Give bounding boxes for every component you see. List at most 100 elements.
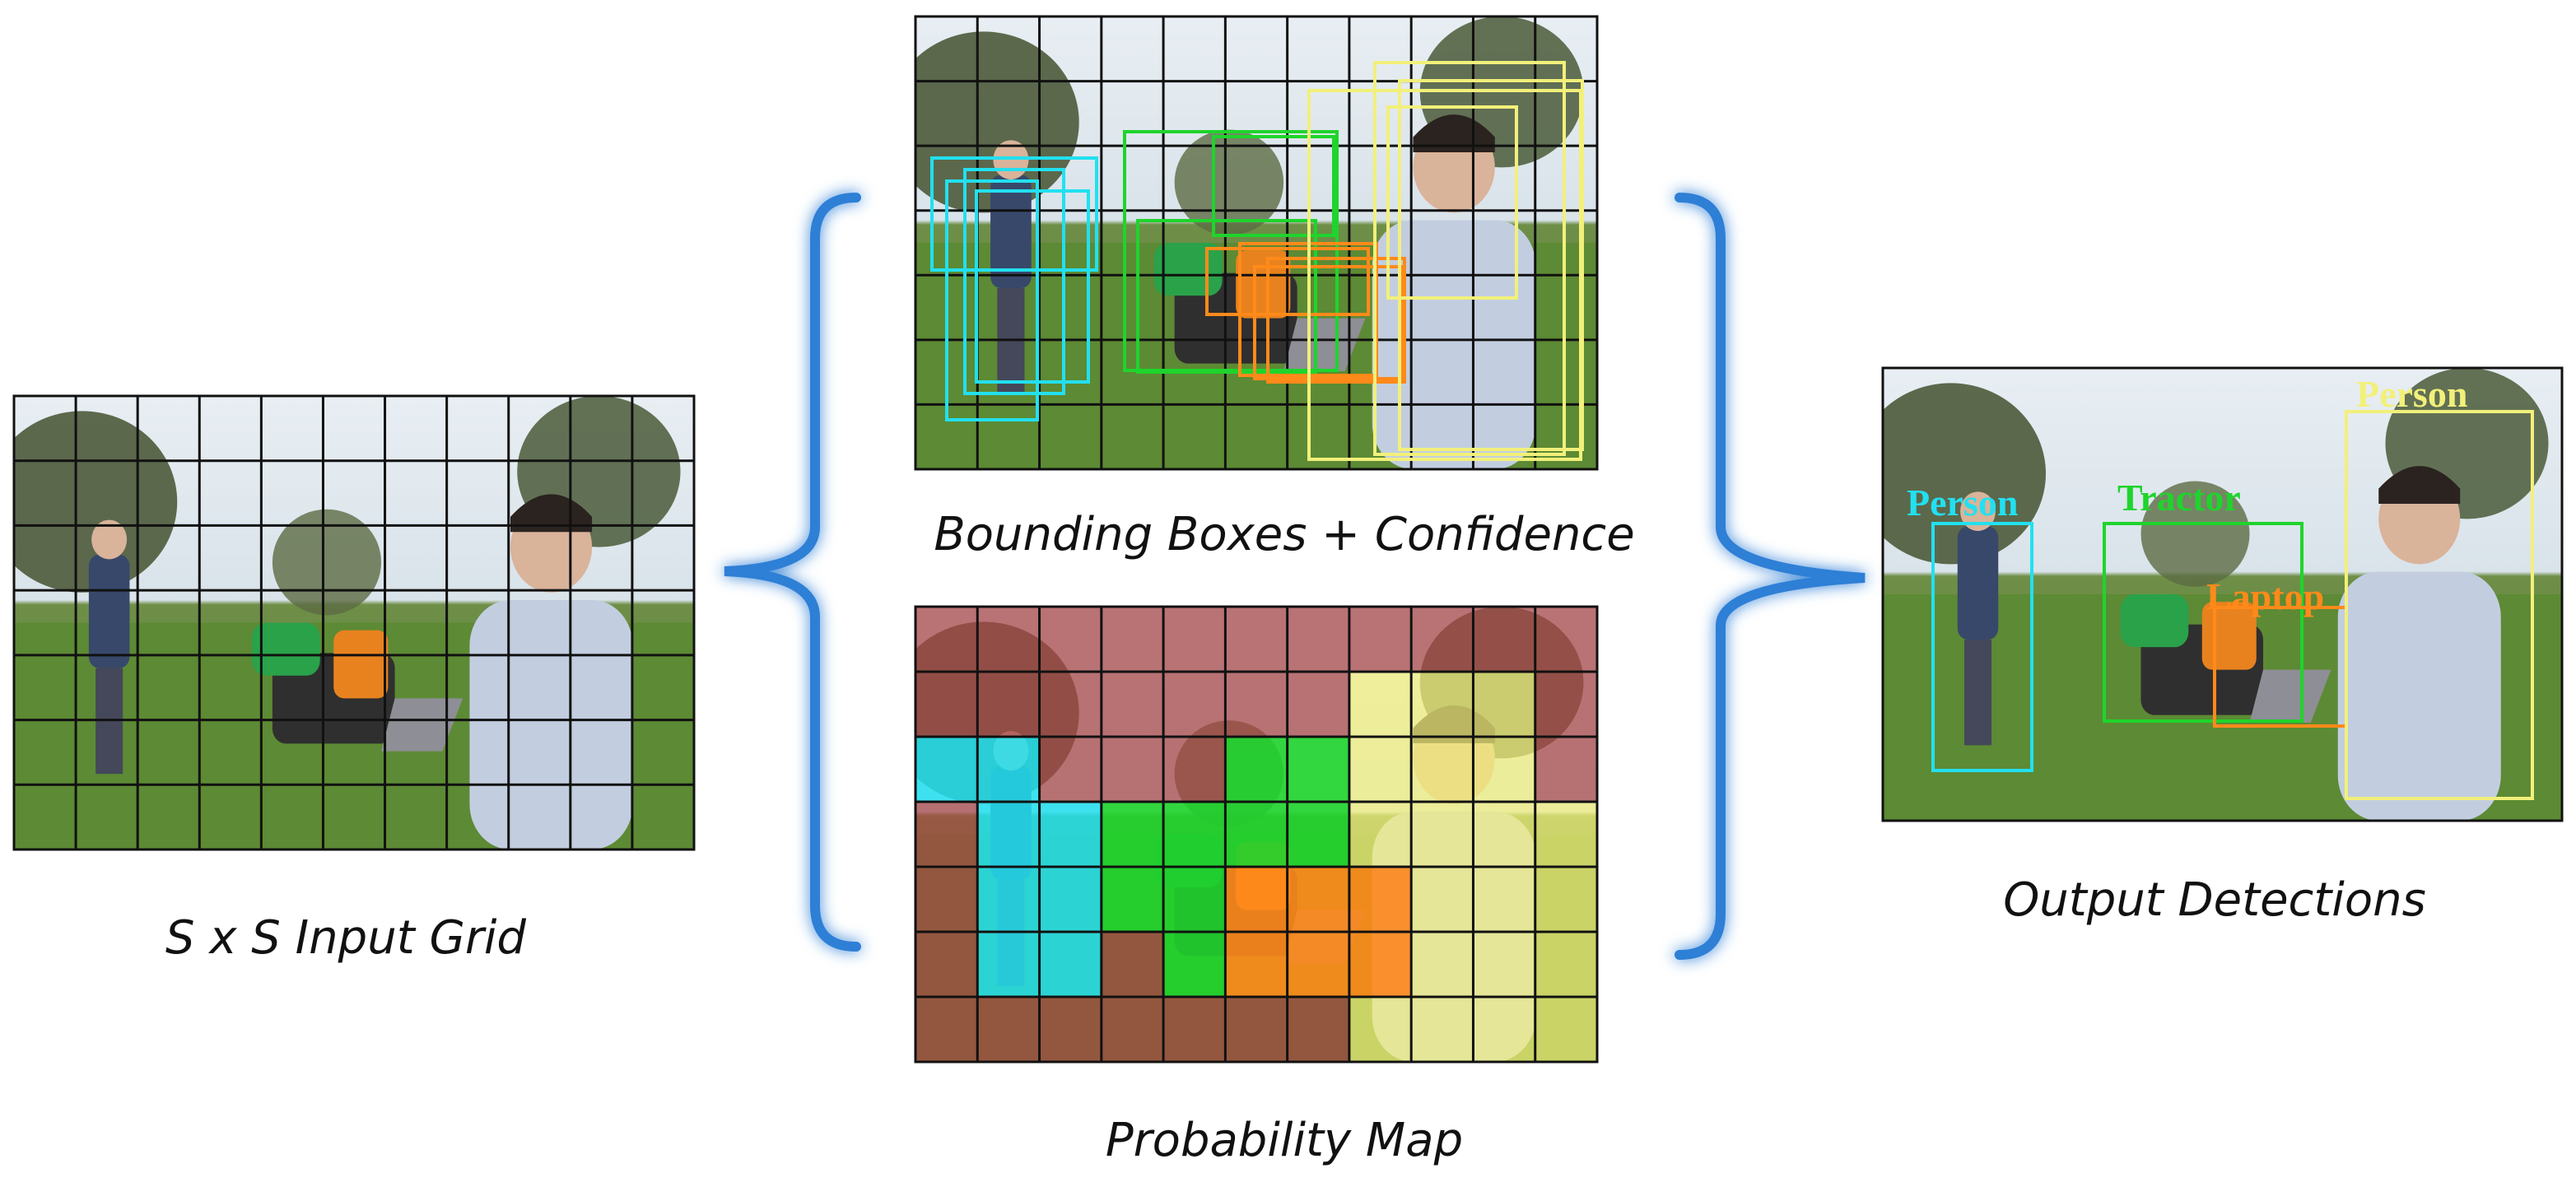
probability-map-caption: Probability Map bbox=[1106, 1114, 1463, 1167]
input-grid-lines bbox=[14, 396, 694, 850]
probability-cell bbox=[1411, 997, 1474, 1063]
probability-cell bbox=[1163, 867, 1226, 933]
probability-cell bbox=[1349, 802, 1412, 868]
probability-cell bbox=[1163, 997, 1226, 1063]
probability-cell bbox=[915, 997, 978, 1063]
probability-cell bbox=[915, 672, 978, 738]
probability-cell bbox=[915, 802, 978, 868]
probability-cell bbox=[1535, 737, 1598, 803]
probability-cell bbox=[1287, 997, 1350, 1063]
probability-cell bbox=[1225, 932, 1288, 998]
detection-box-person-left bbox=[1931, 522, 2033, 772]
probability-cell bbox=[1411, 932, 1474, 998]
probability-cell bbox=[1349, 607, 1412, 673]
detection-boxes bbox=[1931, 410, 2534, 800]
probability-cell bbox=[1473, 607, 1536, 673]
detection-box-tractor bbox=[2103, 522, 2303, 723]
probability-cell bbox=[977, 802, 1041, 868]
probability-cell bbox=[977, 997, 1041, 1063]
probability-cell bbox=[1101, 867, 1164, 933]
probability-map-panel: Probability Map bbox=[914, 605, 1599, 1167]
probability-cell bbox=[1535, 867, 1598, 933]
probability-cell bbox=[1101, 997, 1164, 1063]
probability-cell bbox=[1535, 607, 1598, 673]
probability-cell bbox=[1535, 672, 1598, 738]
probability-cell bbox=[977, 737, 1041, 803]
probability-cell bbox=[1287, 607, 1350, 673]
left-brace bbox=[724, 193, 861, 952]
probability-cell bbox=[977, 672, 1041, 738]
input-grid-frame bbox=[12, 394, 696, 851]
probability-cell bbox=[1163, 607, 1226, 673]
probability-cell bbox=[1473, 672, 1536, 738]
input-grid-panel: S x S Input Grid bbox=[12, 394, 696, 965]
braces bbox=[724, 193, 1866, 960]
input-grid-caption: S x S Input Grid bbox=[165, 911, 526, 965]
probability-cell bbox=[1225, 802, 1288, 868]
probability-cell bbox=[1101, 802, 1164, 868]
probability-cell bbox=[1287, 672, 1350, 738]
probability-cell bbox=[1535, 932, 1598, 998]
probability-cell bbox=[1101, 932, 1164, 998]
probability-cell bbox=[1225, 997, 1288, 1063]
output-detections-panel: Person Tractor Laptop Person Output Dete… bbox=[1881, 366, 2564, 927]
probability-cell bbox=[977, 607, 1041, 673]
output-detections-caption: Output Detections bbox=[2003, 873, 2426, 927]
probability-cell bbox=[1225, 867, 1288, 933]
candidate-box bbox=[1373, 61, 1566, 456]
candidate-boxes bbox=[930, 61, 1584, 461]
probability-cell bbox=[1101, 607, 1164, 673]
right-brace bbox=[1675, 193, 1866, 960]
probability-cell bbox=[1411, 867, 1474, 933]
probability-cell bbox=[1411, 802, 1474, 868]
probability-cells bbox=[915, 607, 1598, 1063]
probability-cell bbox=[1411, 607, 1474, 673]
probability-cell bbox=[915, 867, 978, 933]
boxes-frame bbox=[914, 15, 1599, 471]
detection-label: Laptop bbox=[2206, 575, 2324, 617]
candidate-box bbox=[1136, 219, 1317, 374]
candidate-box bbox=[963, 168, 1065, 395]
probability-cell bbox=[977, 867, 1041, 933]
probability-cell bbox=[1163, 932, 1226, 998]
probability-cell bbox=[915, 932, 978, 998]
probability-cell bbox=[1473, 737, 1536, 803]
probability-grid-lines bbox=[915, 607, 1597, 1062]
probability-cell bbox=[1349, 867, 1412, 933]
probability-cell bbox=[1225, 672, 1288, 738]
probability-cell bbox=[977, 932, 1041, 998]
probability-cell bbox=[1101, 737, 1164, 803]
candidate-box bbox=[1398, 79, 1584, 451]
probability-cell bbox=[1039, 997, 1102, 1063]
candidate-box bbox=[1205, 247, 1370, 316]
probability-cell bbox=[1163, 672, 1226, 738]
probability-cell bbox=[1287, 802, 1350, 868]
probability-cell bbox=[1163, 802, 1226, 868]
detection-label: Tractor bbox=[2117, 477, 2241, 519]
probability-cell bbox=[1349, 672, 1412, 738]
probability-cell bbox=[1535, 802, 1598, 868]
probability-cell bbox=[1473, 932, 1536, 998]
detection-box-person-right bbox=[2345, 410, 2534, 800]
probability-cell bbox=[1225, 607, 1288, 673]
probability-cell bbox=[1163, 737, 1226, 803]
probability-frame bbox=[914, 605, 1599, 1064]
probability-cell bbox=[1039, 737, 1102, 803]
probability-cell bbox=[1287, 867, 1350, 933]
probability-cell bbox=[1287, 737, 1350, 803]
probability-cell bbox=[1039, 607, 1102, 673]
candidate-box bbox=[1266, 257, 1406, 384]
probability-cell bbox=[1039, 802, 1102, 868]
probability-cell bbox=[1349, 997, 1412, 1063]
probability-cell bbox=[1473, 867, 1536, 933]
candidate-box bbox=[945, 179, 1039, 421]
bounding-boxes-caption: Bounding Boxes + Confidence bbox=[934, 508, 1634, 561]
probability-cell bbox=[1101, 672, 1164, 738]
probability-cell bbox=[1039, 932, 1102, 998]
candidate-box bbox=[975, 189, 1090, 384]
detection-label: Person bbox=[1907, 482, 2018, 524]
probability-cell bbox=[1287, 932, 1350, 998]
input-photo bbox=[14, 396, 694, 850]
probability-cell bbox=[1349, 932, 1412, 998]
